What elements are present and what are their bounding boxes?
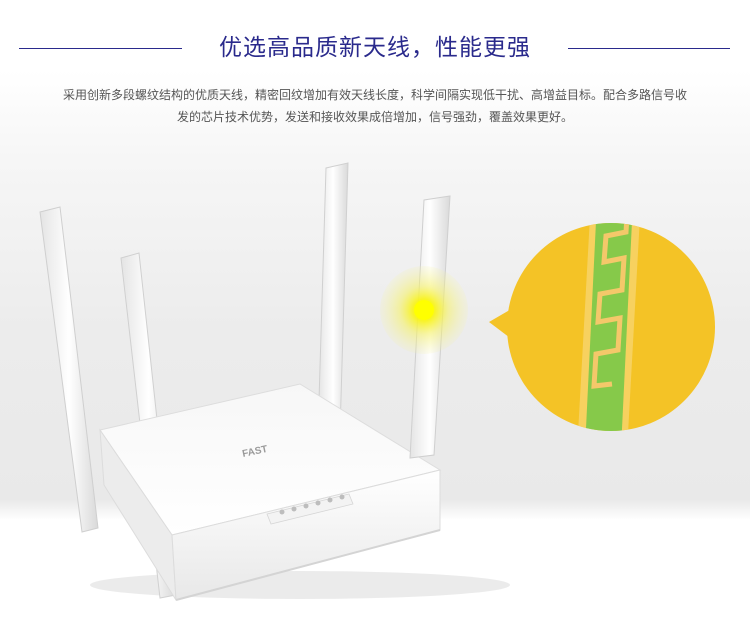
header-section: 优选高品质新天线，性能更强 采用创新多段螺纹结构的优质天线，精密回纹增加有效天线… — [0, 0, 750, 140]
page-title: 优选高品质新天线，性能更强 — [219, 35, 531, 61]
floor-shadow — [90, 571, 510, 599]
title-row: 优选高品质新天线，性能更强 — [0, 30, 750, 66]
antenna-front-left — [39, 206, 99, 533]
led-icon — [327, 497, 333, 503]
led-icon — [303, 503, 309, 509]
antenna-zoom-callout — [507, 223, 715, 431]
led-icon — [315, 500, 321, 506]
highlight-core — [414, 300, 434, 320]
antenna-back-right — [317, 162, 349, 435]
title-divider-right — [568, 48, 730, 49]
router-illustration: FAST — [39, 162, 715, 601]
router-body — [99, 383, 442, 601]
title-divider-left — [19, 48, 182, 49]
product-scene: FAST — [0, 140, 750, 637]
led-icon — [291, 506, 297, 512]
description-line-2: 发的芯片技术优势，发送和接收效果成倍增加，信号强劲，覆盖效果更好。 — [176, 110, 573, 124]
led-icon — [279, 509, 285, 515]
led-icon — [339, 494, 345, 500]
feature-description: 采用创新多段螺纹结构的优质天线，精密回纹增加有效天线长度，科学间隔实现低干扰、高… — [25, 84, 725, 128]
description-line-1: 采用创新多段螺纹结构的优质天线，精密回纹增加有效天线长度，科学间隔实现低干扰、高… — [62, 88, 687, 102]
indicator-panel — [266, 493, 354, 525]
brand-logo: FAST — [241, 444, 268, 460]
